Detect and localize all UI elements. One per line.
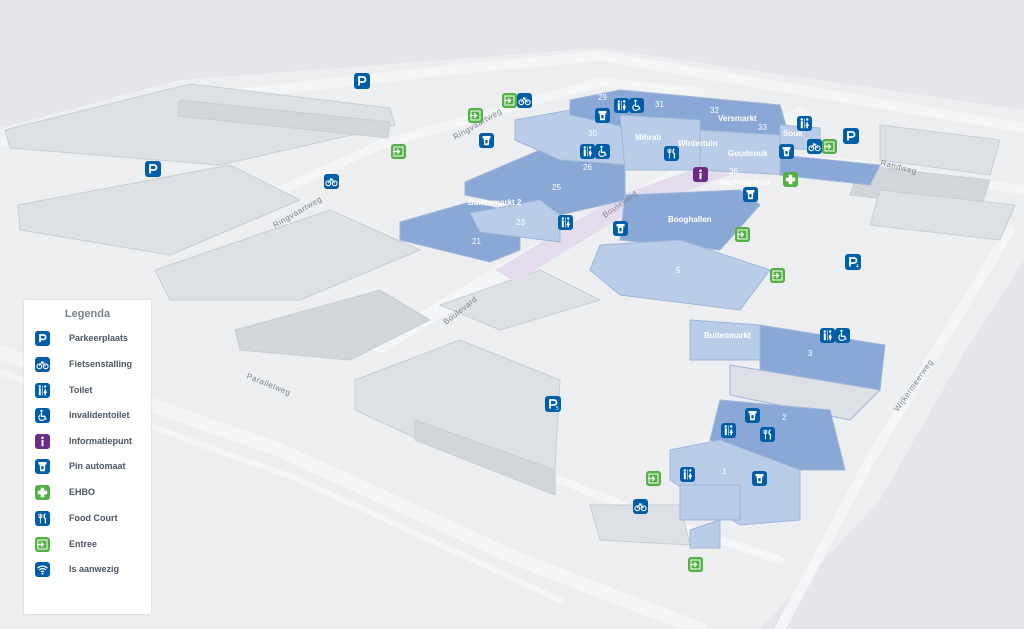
legend-item-first-aid: EHBO xyxy=(35,484,95,500)
hall-number-25: 25 xyxy=(552,183,561,192)
hall-number-23: 23 xyxy=(516,218,525,227)
hall-label-goudsouk: Goudsouk xyxy=(728,149,768,158)
atm-icon[interactable] xyxy=(595,108,610,123)
bicycle-icon xyxy=(35,356,50,372)
hall-label-wintertuin: Wintertuin xyxy=(678,139,718,148)
hall-number-5: 5 xyxy=(676,266,681,275)
legend-label: EHBO xyxy=(69,487,96,497)
hall-number-1: 1 xyxy=(722,467,727,476)
entrance-icon[interactable] xyxy=(821,138,838,155)
hall-label-mihrab: Mihrab xyxy=(635,133,661,142)
toilet-icon xyxy=(35,382,50,398)
atm-icon[interactable] xyxy=(745,408,760,423)
entrance-icon[interactable] xyxy=(734,226,751,243)
parking-marker-3[interactable] xyxy=(842,127,860,145)
legend-item-wheelchair: Invalidentoilet xyxy=(35,407,130,423)
legend-title: Legenda xyxy=(64,308,111,320)
food-court-icon xyxy=(35,510,50,526)
legend-label: Toilet xyxy=(69,385,93,395)
legend-item-parking: Parkeerplaats xyxy=(35,330,128,346)
entrance-icon[interactable] xyxy=(390,143,407,160)
atm-icon xyxy=(35,458,50,474)
hall-number-21: 21 xyxy=(472,237,481,246)
legend-item-toilet: Toilet xyxy=(35,382,92,398)
info-icon[interactable] xyxy=(693,167,708,182)
entrance-icon[interactable] xyxy=(501,92,518,109)
parking-marker-1[interactable] xyxy=(353,72,371,90)
hall-number-29: 29 xyxy=(598,93,607,102)
toilet-icon[interactable] xyxy=(614,98,629,113)
parking-marker-4[interactable]: 4 xyxy=(844,253,862,271)
hall-label-booghallen: Booghallen xyxy=(668,215,712,224)
toilet-icon[interactable] xyxy=(797,116,812,131)
hall-label-marktkantoor: Marktkantoor xyxy=(720,178,771,187)
first-aid-icon xyxy=(35,484,50,500)
legend-item-food-court: Food Court xyxy=(35,510,118,526)
bicycle-icon[interactable] xyxy=(323,173,340,190)
atm-icon[interactable] xyxy=(613,221,628,236)
hall-number-31: 31 xyxy=(655,100,664,109)
legend-label: Fietsenstalling xyxy=(69,359,133,369)
hall-label-souk: Souk xyxy=(783,129,803,138)
boulevard-strip xyxy=(495,160,730,282)
hall-number-3: 3 xyxy=(808,349,813,358)
toilet-icon[interactable] xyxy=(580,144,595,159)
legend-label: Entree xyxy=(69,539,98,549)
atm-icon[interactable] xyxy=(752,471,767,486)
wheelchair-icon[interactable] xyxy=(834,327,851,344)
atm-icon[interactable] xyxy=(479,133,494,148)
legend-label: Parkeerplaats xyxy=(69,333,129,343)
atm-icon[interactable] xyxy=(779,144,794,159)
hall-number-33: 33 xyxy=(758,123,767,132)
food-court-icon[interactable] xyxy=(759,426,776,443)
hall-label-buitenmarkt-2: Buitenmarkt 2 xyxy=(468,198,522,207)
wifi-icon xyxy=(35,561,50,577)
market-halls xyxy=(399,89,886,549)
legend-label: Invalidentoilet xyxy=(69,410,130,420)
hall-number-32: 32 xyxy=(710,106,719,115)
parking-marker-2[interactable] xyxy=(144,160,162,178)
atm-icon[interactable] xyxy=(743,187,758,202)
bicycle-icon[interactable] xyxy=(632,498,649,515)
entrance-icon[interactable] xyxy=(687,556,704,573)
hall-number-30: 30 xyxy=(588,129,597,138)
entrance-icon xyxy=(35,536,50,552)
legend-item-info: Informatiepunt xyxy=(35,433,132,449)
wheelchair-icon[interactable] xyxy=(628,97,645,114)
parking-icon xyxy=(35,330,50,346)
first-aid-icon[interactable] xyxy=(783,172,798,187)
entrance-icon[interactable] xyxy=(769,267,786,284)
toilet-icon[interactable] xyxy=(820,328,835,343)
legend-label: Food Court xyxy=(69,513,118,523)
legend-item-entrance: Entree xyxy=(35,536,97,552)
wheelchair-icon xyxy=(35,407,50,423)
parking-marker-5[interactable]: 5 xyxy=(544,395,562,413)
hall-label-versmarkt: Versmarkt xyxy=(718,114,757,123)
entrance-icon[interactable] xyxy=(467,107,484,124)
food-court-icon[interactable] xyxy=(663,145,680,162)
legend-label: Pin automaat xyxy=(69,461,126,471)
legend: Legenda Parkeerplaats Fietsenstalling To… xyxy=(24,300,151,614)
toilet-icon[interactable] xyxy=(721,423,736,438)
wheelchair-icon[interactable] xyxy=(594,143,611,160)
info-icon xyxy=(35,433,50,449)
parking-marker-4-sub: 4 xyxy=(856,264,859,270)
toilet-icon[interactable] xyxy=(558,215,573,230)
surrounding-buildings xyxy=(4,83,1016,546)
legend-label: Is aanwezig xyxy=(69,564,120,574)
toilet-icon[interactable] xyxy=(680,467,695,482)
hall-number-2: 2 xyxy=(782,413,787,422)
bicycle-icon[interactable] xyxy=(516,92,533,109)
entrance-icon[interactable] xyxy=(645,470,662,487)
parking-marker-5-sub: 5 xyxy=(556,406,559,412)
hall-label-buitenmarkt: Buitenmarkt xyxy=(704,331,751,340)
legend-item-bicycle: Fietsenstalling xyxy=(35,356,132,372)
hall-number-36: 36 xyxy=(729,167,738,176)
legend-label: Informatiepunt xyxy=(69,436,132,446)
bicycle-icon[interactable] xyxy=(806,138,823,155)
hall-number-26: 26 xyxy=(583,163,592,172)
legend-item-atm: Pin automaat xyxy=(35,458,126,474)
legend-item-wifi: Is aanwezig xyxy=(35,561,119,577)
